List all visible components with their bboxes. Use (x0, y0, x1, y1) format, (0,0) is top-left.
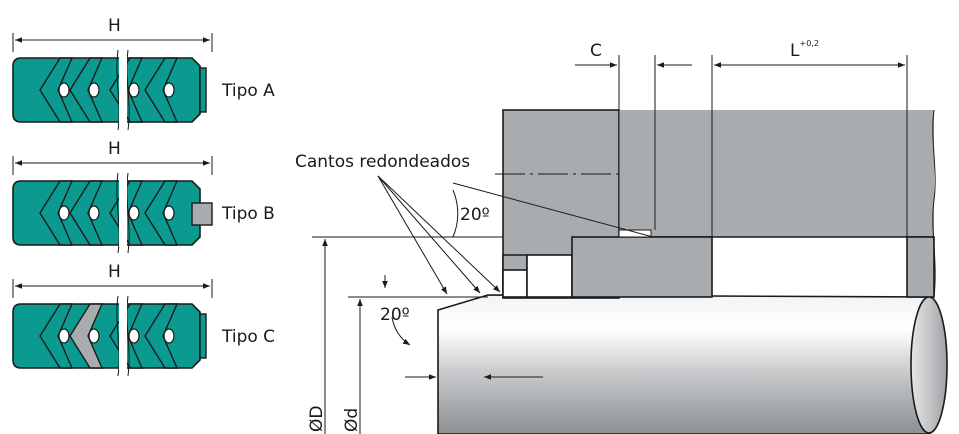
dim-l-tolerance: +0,2 (799, 39, 818, 48)
dim-l-label: L+0,2 (790, 39, 819, 61)
angle-top-label: 20º (460, 205, 490, 225)
housing-right-wall (906, 236, 935, 298)
housing-section: C L+0,2 20º 20º Cantos redondeados ØD Ød (295, 39, 948, 434)
dim-h-label: H (108, 139, 121, 159)
dim-h-label: H (108, 262, 121, 282)
dia-outer-label: ØD (307, 406, 327, 432)
variant-type-label: Tipo C (221, 327, 275, 347)
dim-c-label: C (590, 41, 602, 61)
variant-type-label: Tipo A (221, 81, 275, 101)
gland-step (571, 236, 713, 298)
seal-variant-3: H Tipo C (12, 262, 275, 377)
seal-variant-2: H Tipo B (12, 139, 275, 254)
dim-h-label: H (108, 16, 121, 36)
end-block (191, 202, 213, 226)
variant-type-label: Tipo B (221, 204, 275, 224)
angle-bottom-label: 20º (380, 305, 410, 325)
shaft-end (910, 296, 948, 434)
seal-variant-1: H Tipo A (12, 16, 275, 131)
housing-top-block (619, 110, 934, 237)
rounded-edges-label: Cantos redondeados (295, 152, 470, 172)
dia-inner-label: Ød (342, 408, 362, 432)
shaft (437, 294, 931, 434)
